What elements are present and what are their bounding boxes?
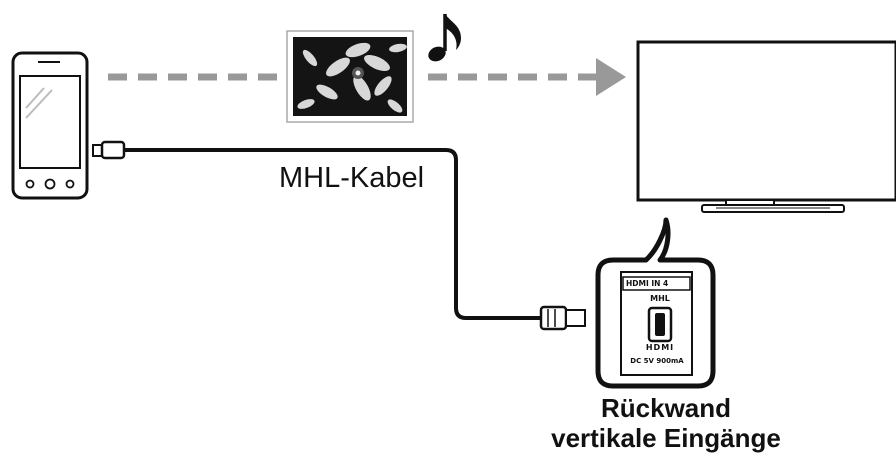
rear-panel-caption: Rückwand vertikale Eingänge (536, 393, 796, 453)
power-spec-text: DC 5V 900mA (630, 357, 684, 365)
music-note-icon (428, 14, 461, 62)
mhl-cable (92, 140, 586, 331)
mhl-port-label: MHL (650, 294, 670, 303)
hdmi-port-header: HDMI IN 4 (626, 279, 669, 288)
wireless-stream-arrow (108, 58, 626, 96)
smartphone-icon (11, 51, 89, 200)
cable-label: MHL-Kabel (279, 162, 425, 194)
hdmi-logo-text: HDMI (645, 343, 675, 352)
rear-panel-callout (595, 217, 716, 389)
caption-line-2: vertikale Eingänge (551, 423, 781, 453)
tv-icon (636, 40, 896, 213)
caption-line-1: Rückwand (600, 393, 732, 423)
photo-icon (286, 30, 414, 123)
